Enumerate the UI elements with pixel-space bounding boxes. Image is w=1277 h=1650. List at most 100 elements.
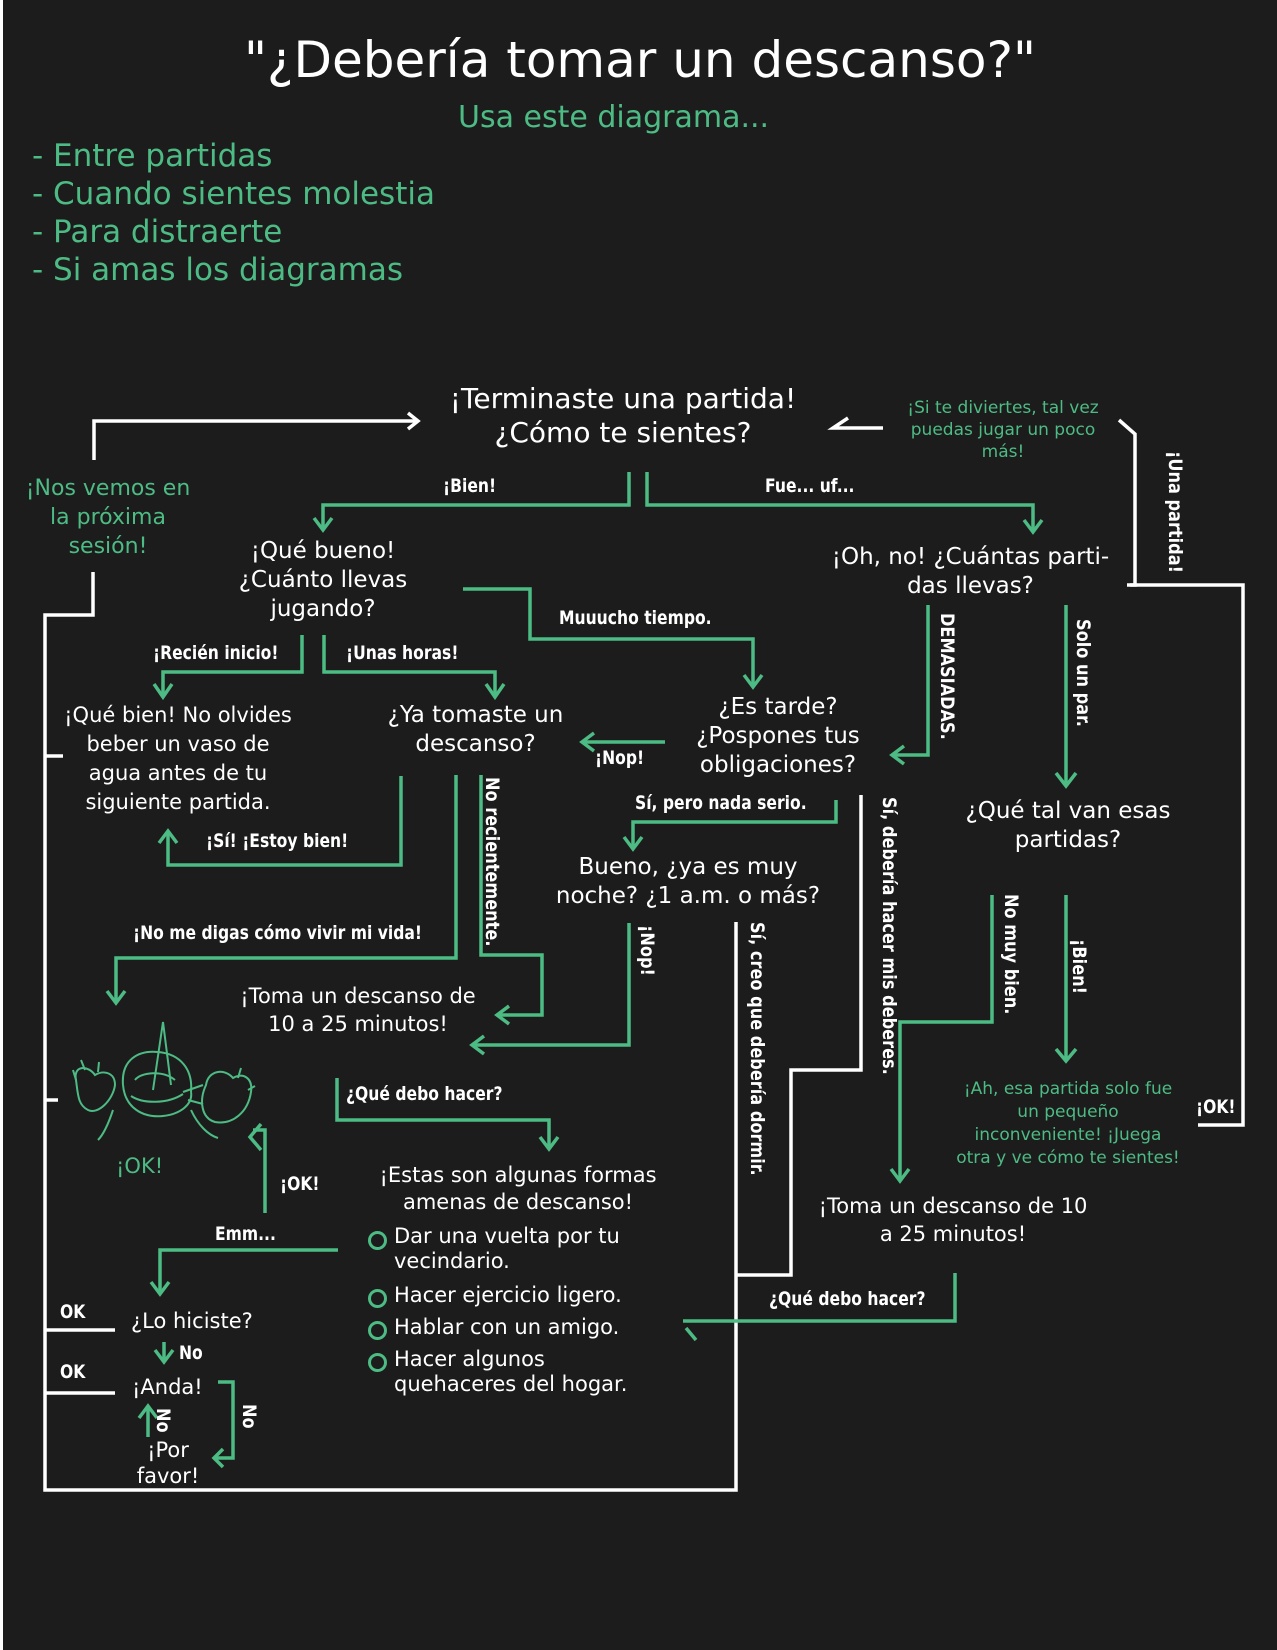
node-line: ¡Toma un descanso de: [240, 984, 476, 1008]
node-see-you: ¡Nos vemos en la próxima sesión!: [13, 474, 203, 561]
usage-item: - Entre partidas: [32, 138, 273, 174]
node-line: obligaciones?: [699, 752, 857, 778]
node-line: ¡Si te diviertes, tal vez: [907, 398, 1099, 418]
edge-label-una-partida: ¡Una partida!: [1164, 451, 1186, 574]
node-rest-left: ¡Toma un descanso de 10 a 25 minutos!: [223, 982, 493, 1038]
node-line: ¿Cómo te sientes?: [494, 416, 752, 449]
connector-lines: [43, 411, 1245, 1492]
option-line: quehaceres del hogar.: [394, 1372, 628, 1396]
edge-label-que-debo-2: ¿Qué debo hacer?: [769, 1288, 926, 1310]
flowchart-canvas: "¿Debería tomar un descanso?" Usa este d…: [3, 0, 1277, 1650]
node-ok-character: ¡OK!: [116, 1154, 164, 1178]
node-line: noche? ¿1 a.m. o más?: [555, 883, 821, 909]
node-line: inconveniente! ¡Juega: [974, 1125, 1162, 1145]
circle-bullet-icon: [368, 1289, 387, 1308]
node-ideas: ¡Estas son algunas formas amenas de desc…: [368, 1162, 668, 1216]
node-line: ¡Estas son algunas formas: [379, 1163, 657, 1187]
edge-label-no-2: No: [152, 1408, 174, 1433]
node-if-fun: ¡Si te diviertes, tal vez puedas jugar u…: [883, 397, 1123, 463]
node-line: la próxima: [50, 505, 166, 530]
edge-label-muuucho: Muuucho tiempo.: [559, 607, 712, 629]
option-line: Dar una vuelta por tu: [394, 1224, 620, 1248]
edge-label-recien: ¡Recién inicio!: [153, 642, 279, 664]
node-line: favor!: [136, 1464, 200, 1488]
edge-label-bien-2: ¡Bien!: [1068, 939, 1090, 995]
node-how-games: ¿Qué tal van esas partidas?: [953, 797, 1183, 855]
edge-label-no-3: No: [238, 1404, 260, 1429]
option-item: Hablar con un amigo.: [394, 1315, 619, 1340]
circle-bullet-icon: [368, 1321, 387, 1340]
edge-label-unas-horas: ¡Unas horas!: [346, 642, 459, 664]
edge-label-si-dormir: Sí, creo que debería dormir.: [746, 922, 768, 1176]
edge-label-fue-uf: Fue... uf...: [765, 475, 855, 497]
node-line: otra y ve cómo te sientes!: [956, 1148, 1180, 1168]
node-line: ¿Cuánto llevas: [238, 567, 408, 593]
node-line: partidas?: [1014, 827, 1122, 853]
node-took-break: ¿Ya tomaste un descanso?: [368, 701, 583, 759]
node-line: 10 a 25 minutos!: [268, 1012, 448, 1036]
option-item: Hacer algunos quehaceres del hogar.: [394, 1347, 627, 1397]
node-line: descanso?: [415, 731, 536, 757]
option-item: Dar una vuelta por tu vecindario.: [394, 1224, 620, 1274]
node-come-on: ¡Anda!: [132, 1375, 203, 1399]
circle-bullet-icon: [368, 1231, 387, 1250]
node-line: ¡Terminaste una partida!: [449, 382, 797, 415]
option-line: Hacer ejercicio ligero.: [394, 1283, 622, 1307]
node-bad: ¡Oh, no! ¿Cuántas parti- das llevas?: [813, 543, 1128, 601]
option-line: Hacer algunos: [394, 1347, 545, 1371]
edge-label-nop-2: ¡Nop!: [636, 925, 658, 976]
edge-label-si-pero: Sí, pero nada serio.: [635, 792, 807, 814]
node-line: siguiente partida.: [85, 790, 271, 814]
node-please: ¡Por favor!: [128, 1437, 208, 1489]
circle-bullet-icon: [368, 1353, 387, 1372]
node-line: ¡Nos vemos en: [25, 476, 191, 501]
node-line: un pequeño: [1017, 1102, 1119, 1122]
edge-label-ok-b: OK: [60, 1361, 86, 1383]
node-line: ¿Qué tal van esas: [965, 798, 1171, 824]
edge-label-ok-2: ¡OK!: [280, 1173, 320, 1195]
edge-label-solo-un-par: Solo un par.: [1072, 619, 1094, 727]
usage-item: - Cuando sientes molestia: [32, 176, 435, 212]
node-line: puedas jugar un poco: [910, 420, 1096, 440]
usage-item: - Si amas los diagramas: [32, 252, 404, 288]
node-small-inconvenience: ¡Ah, esa partida solo fue un pequeño inc…: [933, 1078, 1203, 1170]
node-night: Bueno, ¿ya es muy noche? ¿1 a.m. o más?: [553, 853, 823, 911]
option-line: vecindario.: [394, 1249, 510, 1273]
edge-label-demasiadas: DEMASIADAS.: [936, 613, 958, 740]
edge-label-no-me-digas: ¡No me digas cómo vivir mi vida!: [133, 922, 423, 944]
edge-label-emm: Emm...: [215, 1223, 276, 1245]
character-illustration: [72, 1021, 256, 1141]
option-item: Hacer ejercicio ligero.: [394, 1283, 622, 1308]
node-line: ¿Es tarde?: [718, 694, 838, 720]
node-line: ¡Por: [147, 1438, 189, 1462]
edge-label-nop: ¡Nop!: [595, 747, 645, 769]
node-line: ¿Ya tomaste un: [387, 702, 564, 728]
usage-item: - Para distraerte: [32, 214, 283, 250]
node-water: ¡Qué bien! No olvides beber un vaso de a…: [53, 701, 303, 817]
node-line: jugando?: [270, 596, 376, 622]
page-subtitle: Usa este diagrama...: [458, 100, 770, 135]
edge-label-si-estoy: ¡Sí! ¡Estoy bien!: [206, 830, 349, 852]
edge-label-bien: ¡Bien!: [443, 475, 497, 497]
node-line: das llevas?: [907, 573, 1034, 599]
node-late: ¿Es tarde? ¿Pospones tus obligaciones?: [673, 693, 883, 780]
node-line: ¡Qué bien! No olvides: [64, 703, 292, 727]
node-line: Bueno, ¿ya es muy: [578, 854, 798, 880]
edge-label-ok-1: ¡OK!: [1196, 1096, 1236, 1118]
edge-label-que-debo-1: ¿Qué debo hacer?: [346, 1083, 503, 1105]
node-line: a 25 minutos!: [879, 1222, 1027, 1246]
edge-label-no-1: No: [179, 1342, 203, 1364]
node-did-it: ¿Lo hiciste?: [131, 1309, 253, 1333]
edge-label-no-recientemente: No recientemente.: [481, 777, 503, 947]
node-line: ¡Toma un descanso de 10: [818, 1194, 1088, 1218]
edge-label-ok-a: OK: [60, 1301, 86, 1323]
node-rest-right: ¡Toma un descanso de 10 a 25 minutos!: [808, 1192, 1098, 1248]
node-line: ¡Ah, esa partida solo fue: [963, 1079, 1173, 1099]
node-start: ¡Terminaste una partida! ¿Cómo te siente…: [423, 382, 823, 450]
node-line: beber un vaso de: [86, 732, 270, 756]
node-line: sesión!: [68, 534, 148, 559]
edge-label-si-deberes: Sí, debería hacer mis deberes.: [878, 797, 900, 1075]
option-line: Hablar con un amigo.: [394, 1315, 620, 1339]
node-line: ¿Pospones tus: [696, 723, 860, 749]
node-line: más!: [981, 442, 1025, 462]
